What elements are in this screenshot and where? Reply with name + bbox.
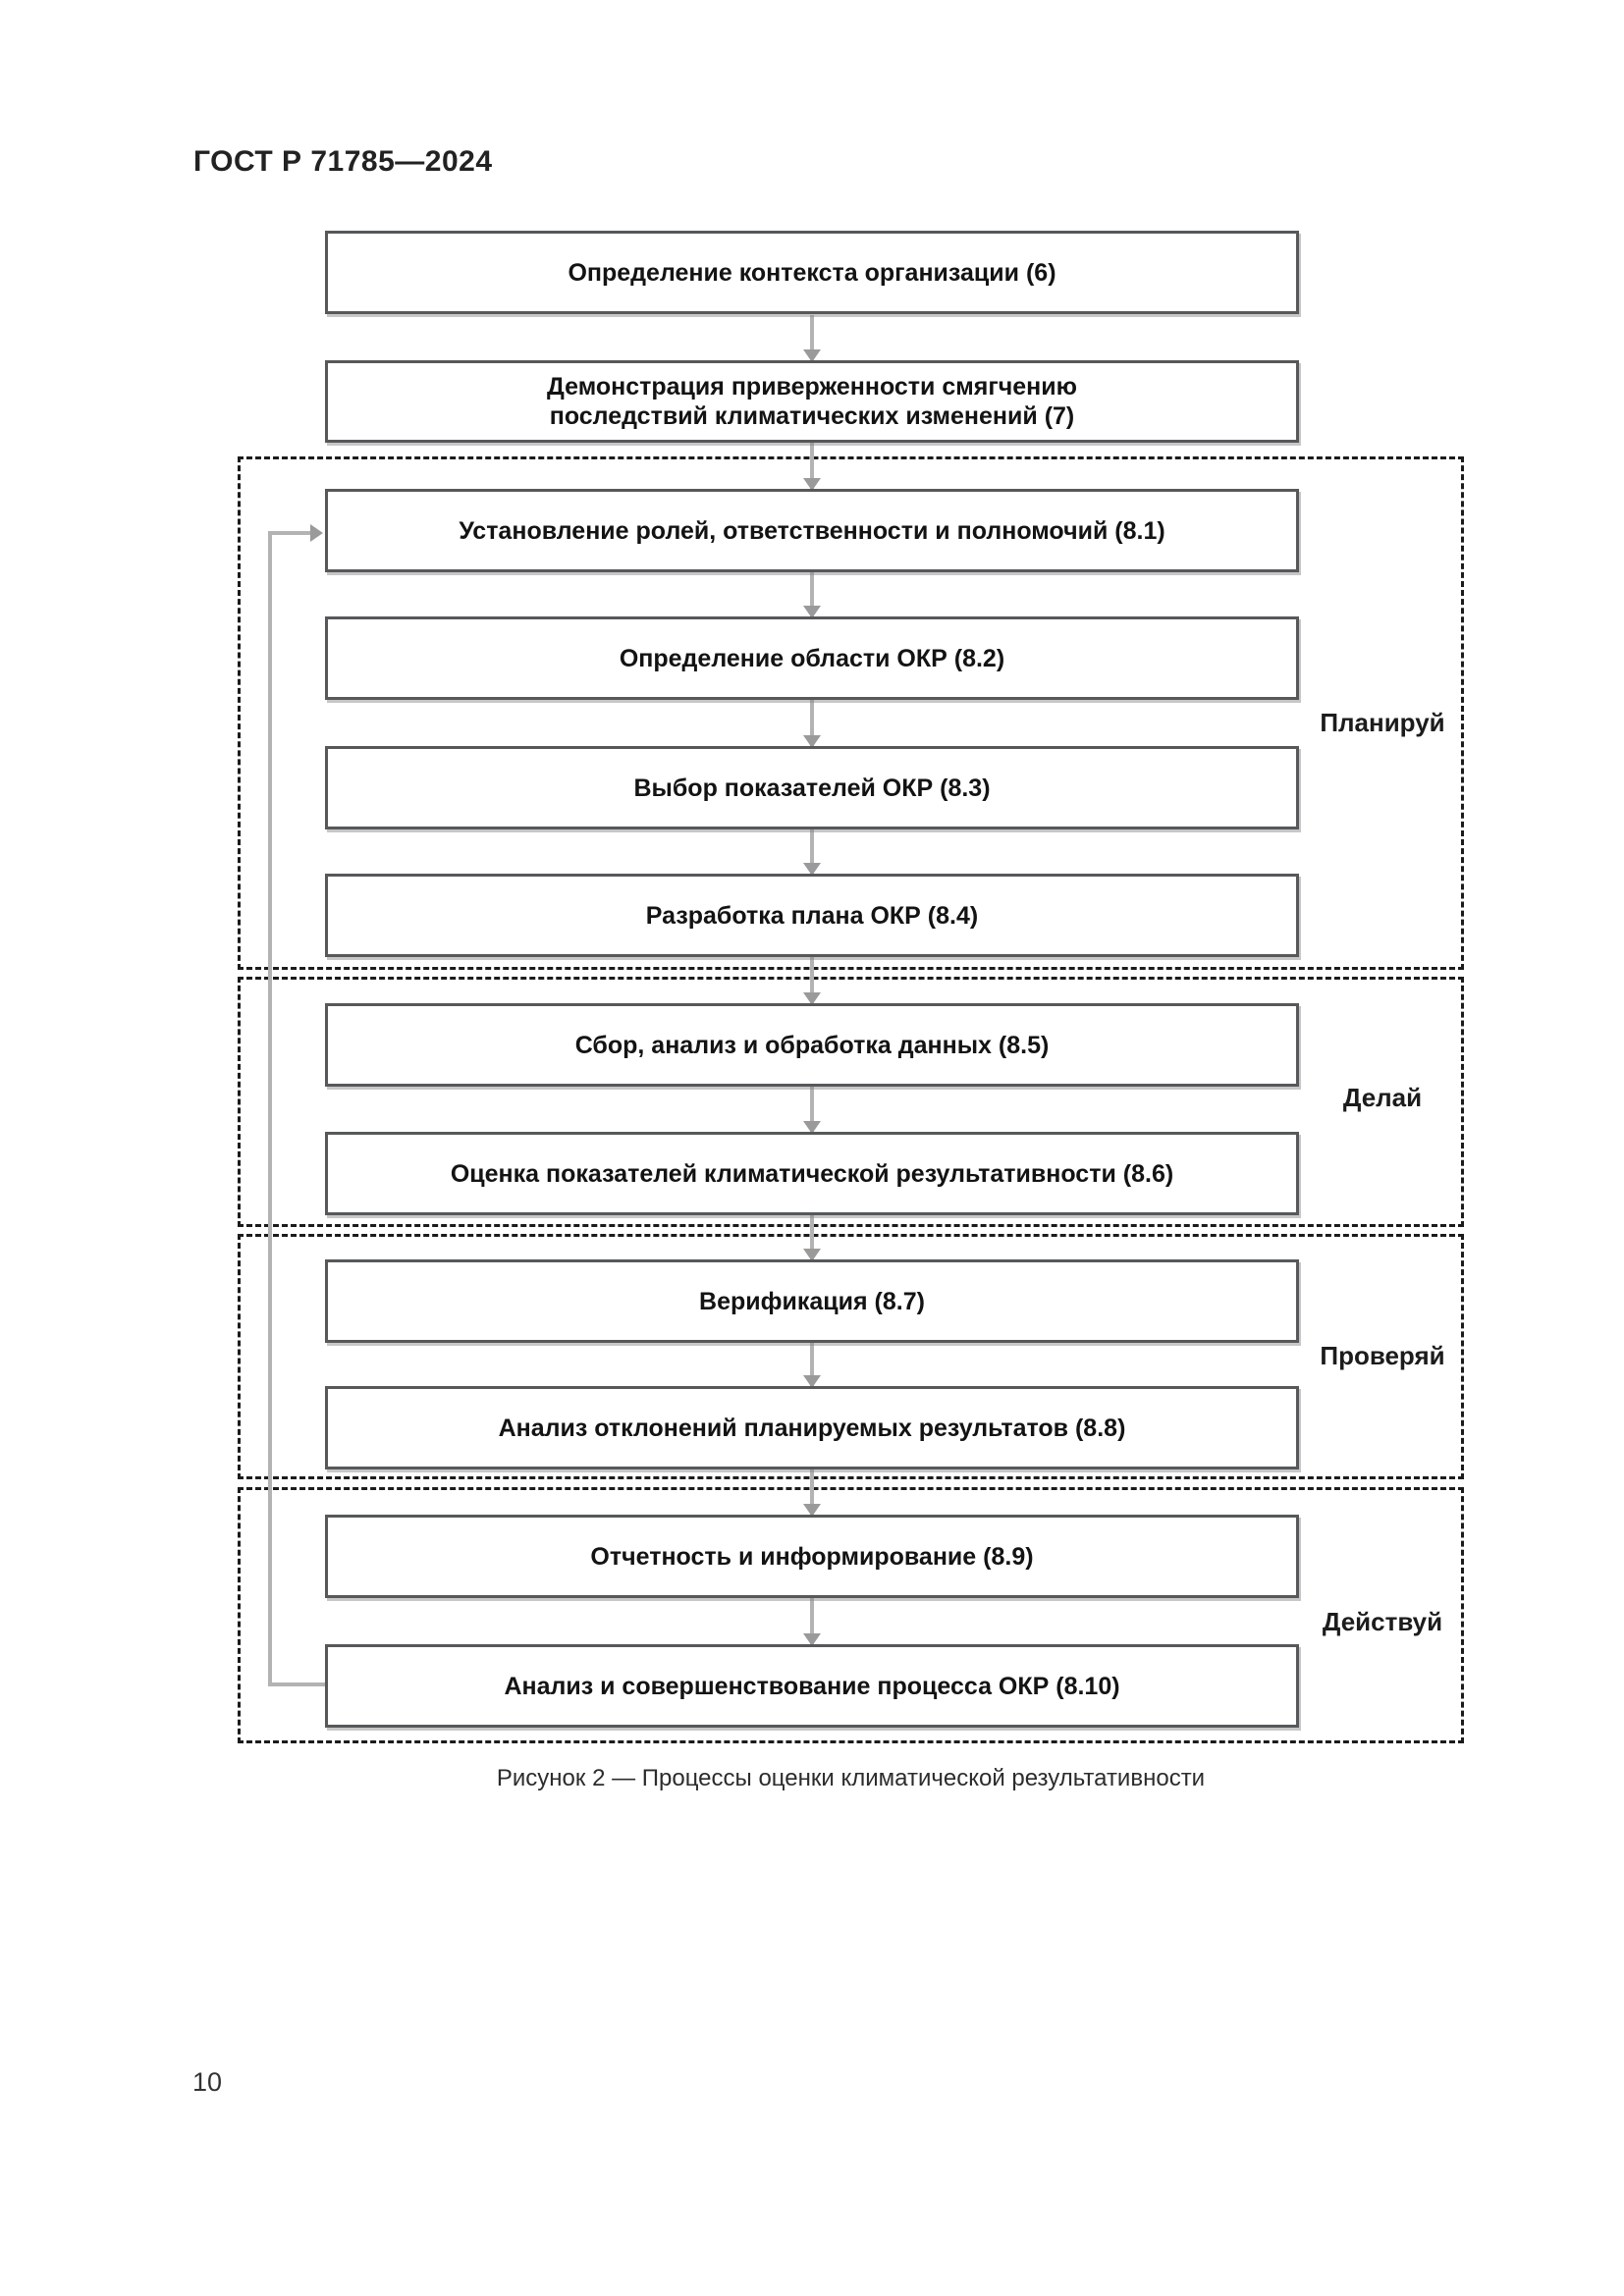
page-number: 10 <box>192 2067 223 2097</box>
group-label-check: Проверяй <box>1320 1341 1445 1370</box>
feedback-line-vertical <box>268 533 272 1686</box>
connector-arrow-5 <box>810 829 814 874</box>
group-label-plan: Планируй <box>1320 708 1445 737</box>
connector-arrow-10 <box>810 1469 814 1515</box>
connector-arrow-8 <box>810 1215 814 1259</box>
node-roles-8-1: Установление ролей, ответственности и по… <box>325 489 1299 572</box>
document-header: ГОСТ Р 71785—2024 <box>193 145 493 178</box>
node-commitment-7: Демонстрация приверженности смягчению по… <box>325 360 1299 443</box>
node-scope-8-2: Определение области ОКР (8.2) <box>325 616 1299 700</box>
feedback-line-bottom <box>268 1682 325 1686</box>
connector-arrow-2 <box>810 443 814 489</box>
feedback-line-top <box>268 531 311 535</box>
connector-arrow-9 <box>810 1343 814 1386</box>
node-indicators-8-3: Выбор показателей ОКР (8.3) <box>325 746 1299 829</box>
node-context-6: Определение контекста организации (6) <box>325 231 1299 314</box>
connector-arrow-6 <box>810 957 814 1003</box>
node-plan-8-4: Разработка плана ОКР (8.4) <box>325 874 1299 957</box>
node-data-8-5: Сбор, анализ и обработка данных (8.5) <box>325 1003 1299 1087</box>
group-label-act: Действуй <box>1322 1607 1443 1636</box>
connector-arrow-4 <box>810 700 814 746</box>
node-deviations-8-8: Анализ отклонений планируемых результато… <box>325 1386 1299 1469</box>
feedback-arrowhead-icon <box>310 524 323 542</box>
node-verification-8-7: Верификация (8.7) <box>325 1259 1299 1343</box>
node-improvement-8-10: Анализ и совершенствование процесса ОКР … <box>325 1644 1299 1728</box>
group-plan-border <box>238 456 1464 970</box>
group-label-do: Делай <box>1342 1083 1423 1112</box>
connector-arrow-7 <box>810 1087 814 1132</box>
connector-arrow-1 <box>810 315 814 360</box>
group-do-border <box>238 977 1464 1227</box>
connector-arrow-11 <box>810 1598 814 1644</box>
group-check-border <box>238 1234 1464 1479</box>
node-reporting-8-9: Отчетность и информирование (8.9) <box>325 1515 1299 1598</box>
connector-arrow-3 <box>810 572 814 616</box>
figure-caption: Рисунок 2 — Процессы оценки климатическо… <box>496 1765 1206 1791</box>
group-act-border <box>238 1487 1464 1743</box>
node-assessment-8-6: Оценка показателей климатической результ… <box>325 1132 1299 1215</box>
